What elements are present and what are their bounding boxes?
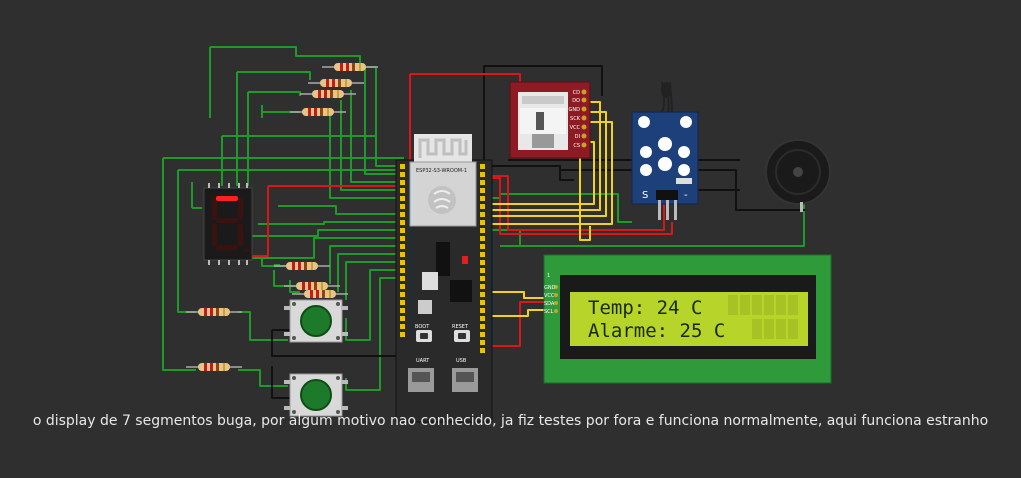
resistor-2[interactable] (308, 79, 364, 87)
sd-pin-gnd: GND (569, 107, 581, 113)
lcd-display[interactable]: Temp: 24 C Alarme: 25 C 1 GND VCC SDA SC… (543, 254, 832, 384)
sensor-label-minus: - (684, 190, 688, 201)
lcd-line-2: Alarme: 25 C (588, 320, 725, 342)
resistor-3[interactable] (300, 90, 356, 98)
lcd-pin-one: 1 (547, 273, 550, 279)
sd-card-module[interactable]: CD DO GND SCK VCC DI CS (509, 81, 591, 159)
lcd-pin-gnd: GND (544, 285, 556, 291)
seven-segment-display-icon[interactable] (203, 183, 253, 265)
boot-label: BOOT (415, 324, 430, 330)
resistor-9[interactable] (186, 363, 242, 371)
sensor-label-s: S (642, 190, 648, 201)
sd-pin-sck: SCK (570, 116, 581, 122)
lcd-pin-scl: SCL (544, 309, 554, 315)
lcd-line-1: Temp: 24 C (588, 297, 702, 319)
buzzer-icon[interactable] (765, 139, 831, 212)
temperature-sensor-module[interactable]: S - (631, 81, 699, 220)
usb-label: USB (456, 358, 467, 364)
sd-pin-cd: CD (573, 90, 580, 96)
reset-label: RESET (452, 324, 469, 330)
lcd-pin-vcc: VCC (544, 293, 555, 299)
resistor-6[interactable] (284, 282, 340, 290)
sd-pin-cs: CS (573, 143, 580, 149)
lcd-pin-sda: SDA (544, 301, 555, 307)
resistor-5[interactable] (274, 262, 330, 270)
sd-pin-do: DO (572, 98, 580, 104)
resistor-1[interactable] (322, 63, 378, 71)
sd-pin-di: DI (575, 134, 580, 140)
thermistor-icon (661, 82, 671, 98)
usb-uart-label: UART (416, 358, 430, 364)
push-button-1[interactable] (284, 299, 348, 343)
resistor-4[interactable] (290, 108, 346, 116)
sd-pin-vcc: VCC (570, 125, 581, 131)
wires (162, 46, 805, 399)
resistor-7[interactable] (292, 290, 348, 298)
chip-label: ESP32-S3-WROOM-1 (416, 168, 467, 174)
push-button-2[interactable] (284, 373, 348, 417)
esp32-board[interactable]: ESP32-S3-WROOM-1 BOOT RESET (395, 134, 493, 423)
question-caption: o display de 7 segmentos buga, por algum… (32, 413, 989, 429)
resistor-8[interactable] (186, 308, 242, 316)
resistors (186, 63, 378, 371)
